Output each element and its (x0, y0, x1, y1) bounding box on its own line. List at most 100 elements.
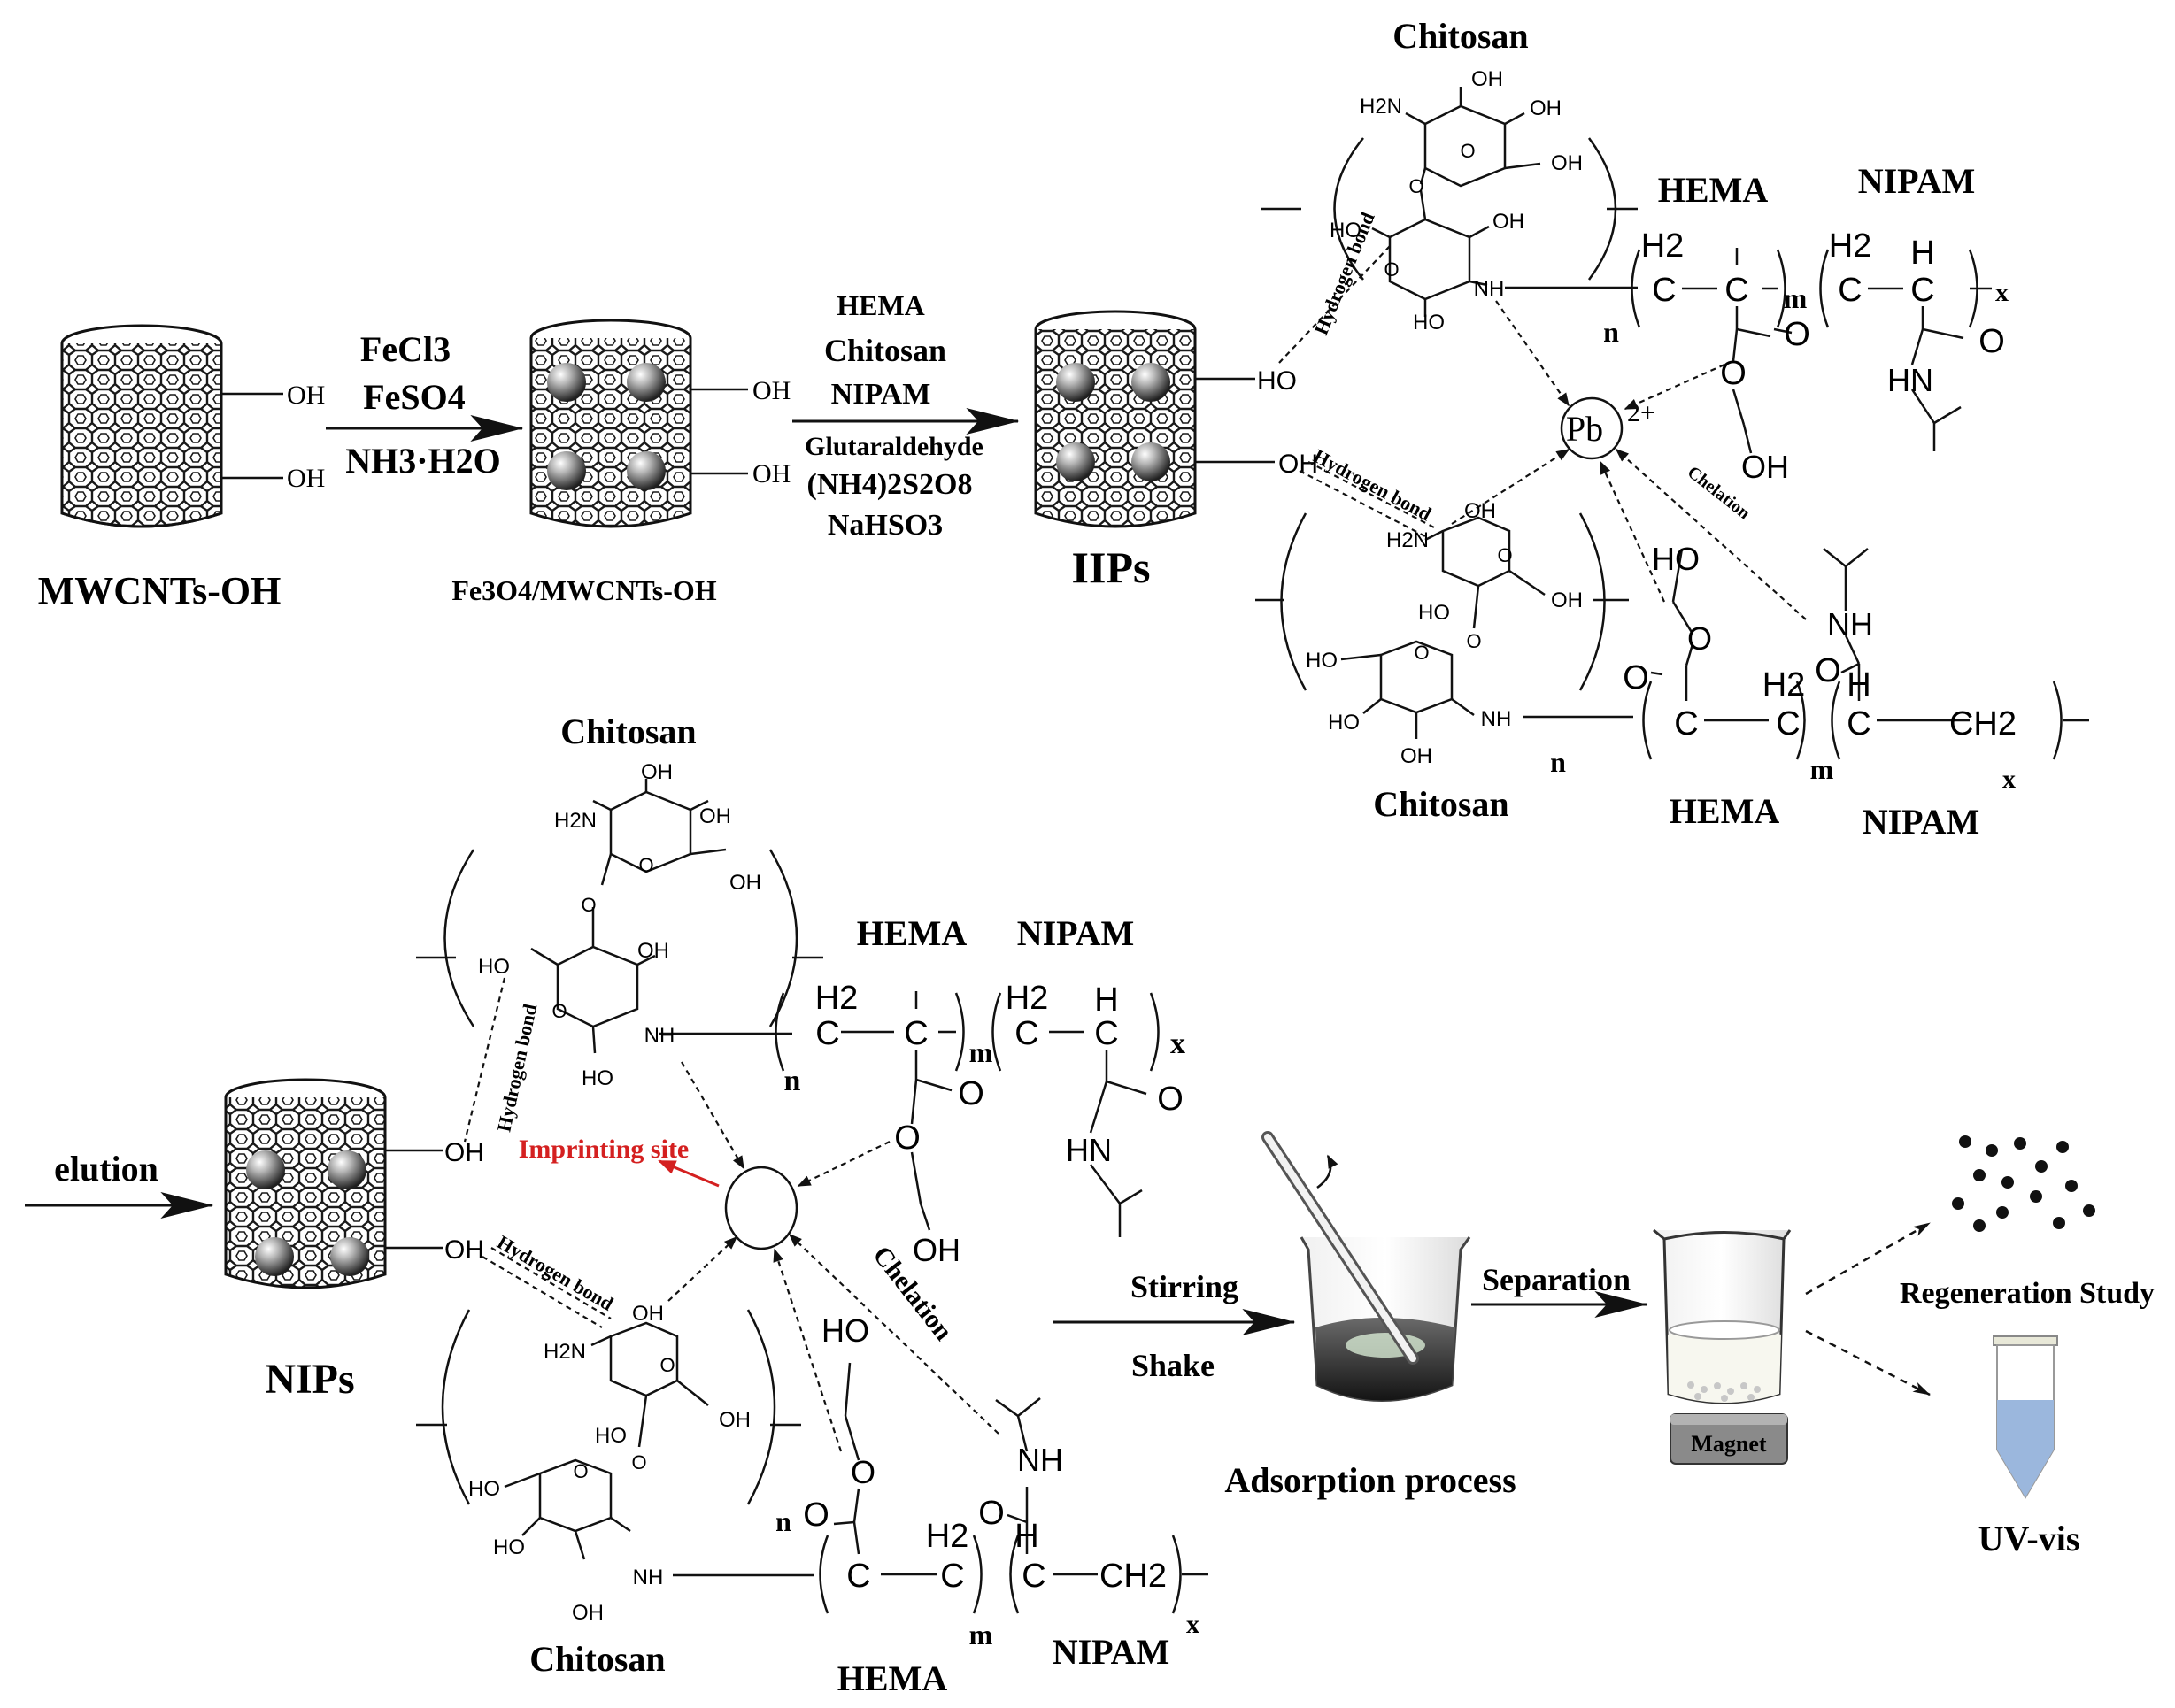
nips-lower-oh-b: OH (719, 1408, 751, 1432)
iips-upper-carbonyl-o: O (1784, 316, 1810, 353)
magnetic-particle (1056, 363, 1095, 402)
magnetic-particle (255, 1237, 294, 1276)
magnetic-particle (330, 1237, 369, 1276)
iips-upper-ester-o: O (1720, 355, 1747, 392)
nips-hydrogen-bond-1: Hydrogen bond (492, 1002, 541, 1134)
adsorption-label: Adsorption process (1224, 1460, 1516, 1500)
iips-upper-sub-m: m (1784, 282, 1808, 314)
iips-lower-link-o: O (1466, 630, 1481, 652)
nips-upper-h: H (1094, 981, 1118, 1019)
reagent-chitosan: Chitosan (824, 333, 946, 368)
magnetic-particle (627, 451, 666, 490)
magnetic-particle (1131, 363, 1170, 402)
nips-upper-ester-o: O (894, 1119, 921, 1157)
nips-upper-sub-m: m (969, 1036, 993, 1068)
nips-lower-ho-c: HO (493, 1535, 525, 1559)
uvvis-arrow (1805, 1329, 1931, 1396)
iips-lower-copolymer (1642, 548, 2089, 760)
magnetic-particle (627, 363, 666, 402)
iips-upper-h2n: H2N (1360, 95, 1402, 119)
iips-lower-ring-o-2: O (1414, 642, 1429, 664)
elution-label: elution (54, 1149, 158, 1189)
imprinting-site-arrow (658, 1159, 720, 1188)
reagent-ammonia: NH3·H2O (345, 441, 501, 481)
iips-upper-hema-oh: OH (1741, 449, 1789, 485)
nips-lower-c-a: C (846, 1558, 870, 1595)
reagent-bisulfite: NaHSO3 (828, 509, 943, 542)
separation-label: Separation (1482, 1262, 1631, 1297)
nips-upper-oh-b: OH (699, 804, 731, 828)
mwcnt-hydroxyl-2: OH (287, 464, 325, 493)
magnet-icon (1670, 1413, 1788, 1465)
iips-lower-ester-o: O (1687, 620, 1712, 657)
iips-chitosan-upper (1261, 87, 1638, 317)
nips-upper-chitosan-label: Chitosan (560, 712, 696, 751)
nips-lower-ch2: CH2 (1099, 1558, 1167, 1595)
nips-lower-ring-o-1: O (659, 1354, 675, 1376)
nips-upper-nipam-label: NIPAM (1017, 913, 1135, 953)
iips-lower-ho-a: HO (1418, 601, 1450, 625)
iips-upper-sub-n: n (1603, 316, 1619, 348)
reagent-fecl3: FeCl3 (360, 329, 451, 369)
shake-label: Shake (1131, 1348, 1215, 1383)
nips-lower-c-b: C (940, 1558, 964, 1595)
nips-upper-sub-x: x (1170, 1027, 1185, 1060)
magnet-label: Magnet (1691, 1431, 1767, 1457)
nips-lower-chitosan-label: Chitosan (529, 1639, 665, 1679)
reagent-feso4: FeSO4 (363, 377, 466, 417)
nips-coordination-bonds (463, 977, 999, 1452)
magnetic-particle (547, 363, 586, 402)
nips-lower-h2n: H2N (544, 1340, 586, 1364)
nips-lower-hema-label: HEMA (837, 1658, 948, 1698)
iips-lower-ho-c: HO (1328, 711, 1360, 735)
regeneration-label: Regeneration Study (1900, 1277, 2155, 1310)
nips-lower-nh: NH (1017, 1442, 1063, 1478)
iips-upper-copolymer (1631, 248, 1992, 454)
fe-hydroxyl-2: OH (752, 459, 791, 489)
nips-upper-c-a: C (815, 1015, 839, 1052)
uvvis-label: UV-vis (1978, 1519, 2080, 1558)
iips-chitosan-lower (1255, 512, 1633, 739)
iips-upper-hema-label: HEMA (1658, 170, 1769, 210)
iips-lower-h2n: H2N (1386, 528, 1429, 552)
stirring-label: Stirring (1130, 1269, 1238, 1304)
iips-lower-nh: NH (1827, 606, 1873, 642)
nips-lower-amide-o: O (978, 1495, 1005, 1532)
iips-upper-h2-b: H2 (1829, 227, 1872, 265)
iips-lower-c-b: C (1776, 705, 1800, 742)
iips-upper-c-b: C (1724, 272, 1748, 309)
regenerated-particles-icon (1952, 1135, 2095, 1232)
iips-lower-h2: H2 (1762, 666, 1806, 704)
nips-upper-h2-a: H2 (815, 980, 859, 1017)
nips-upper-ho-b: HO (582, 1066, 613, 1090)
nips-lower-ring-o-2: O (573, 1460, 588, 1482)
nips-upper-hema-label: HEMA (857, 913, 968, 953)
iips-upper-oh-c: OH (1551, 151, 1583, 175)
iips-upper-c-d: C (1910, 272, 1934, 309)
iips-upper-oh-b: OH (1530, 96, 1562, 120)
nips-upper-oh-c: OH (729, 871, 761, 895)
reagent-nipam: NIPAM (831, 378, 931, 411)
iips-label: IIPs (1072, 542, 1151, 592)
nips-upper-oh-d: OH (637, 939, 669, 963)
iips-lower-oh-a: OH (1464, 499, 1496, 523)
nips-upper-ring-o-1: O (638, 854, 653, 876)
nips-upper-c-d: C (1094, 1015, 1118, 1052)
magnetic-particle (1131, 442, 1170, 481)
iips-upper-c-c: C (1838, 272, 1862, 309)
iips-upper-h: H (1910, 235, 1934, 272)
nips-upper-hn: HN (1066, 1132, 1112, 1168)
nips-upper-link-o: O (581, 894, 596, 916)
separation-beaker-icon (1653, 1228, 1792, 1404)
nips-upper-h2-b: H2 (1006, 980, 1049, 1017)
nips-lower-copolymer (819, 1362, 1208, 1614)
iips-upper-oh-a: OH (1471, 67, 1503, 91)
lead-ion-symbol: Pb (1566, 409, 1603, 449)
imprinting-cavity (724, 1166, 798, 1250)
iips-lower-c-c: C (1847, 705, 1870, 742)
uvvis-tube-icon (1993, 1335, 2058, 1499)
nips-hydroxyl-2: OH (444, 1235, 484, 1265)
fe3o4-nanotube (529, 319, 692, 528)
nips-lower-h: H (1014, 1518, 1038, 1555)
